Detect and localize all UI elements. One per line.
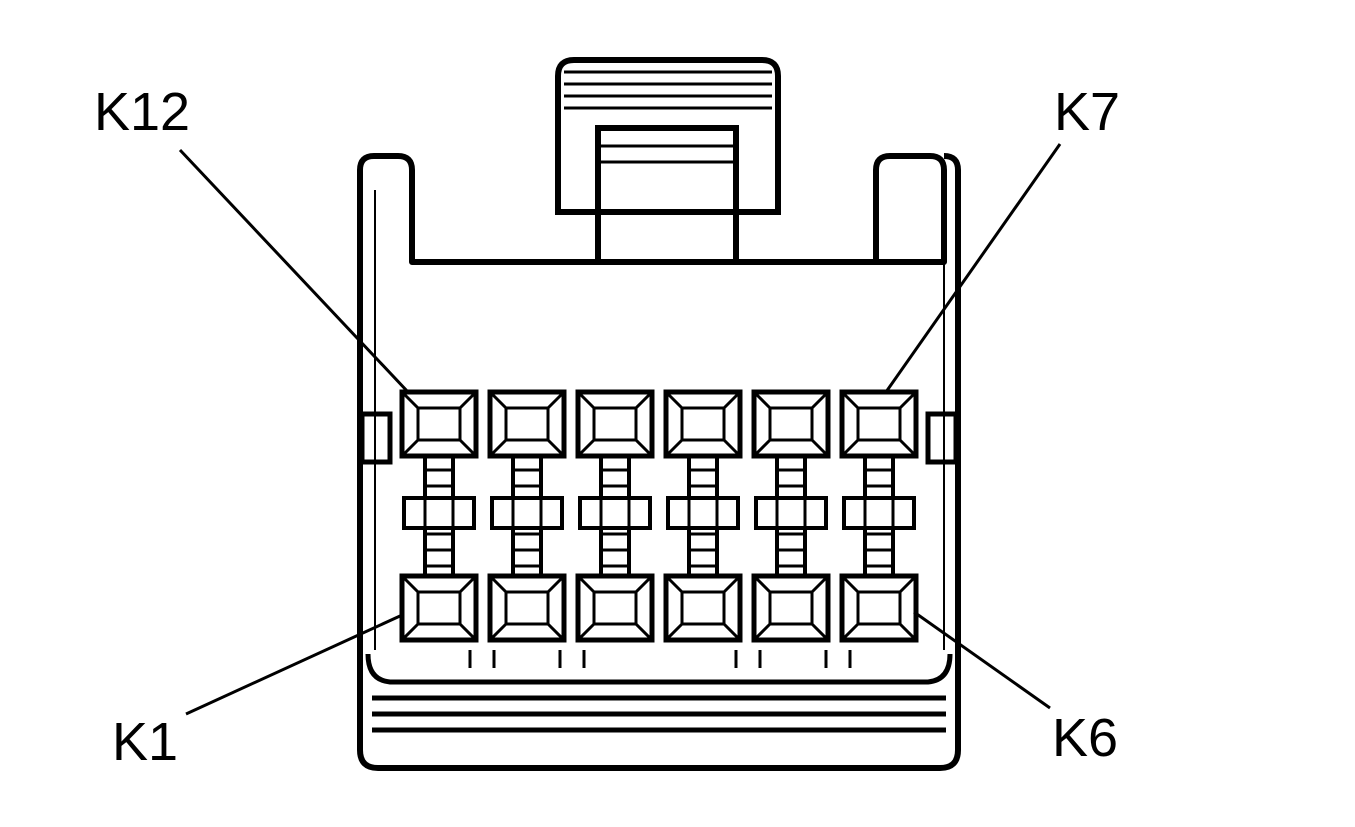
terminal-cavities (399, 389, 919, 643)
leader-k12 (178, 148, 410, 394)
terminal-cavity-top (399, 389, 479, 459)
cavity-column (487, 389, 567, 643)
leader-k7 (884, 143, 1062, 393)
terminal-cavity-top (487, 389, 567, 459)
cavity-column (663, 389, 743, 643)
terminal-cavity-top (575, 389, 655, 459)
bottom-ribs (365, 653, 953, 733)
terminal-stem (402, 454, 476, 578)
side-tab-left (359, 411, 393, 465)
terminal-stem (754, 454, 828, 578)
terminal-cavity-bottom (399, 573, 479, 643)
cavity-column (839, 389, 919, 643)
side-tab-right (925, 411, 959, 465)
leader-k1 (185, 614, 401, 716)
terminal-stem (666, 454, 740, 578)
terminal-cavity-top (663, 389, 743, 459)
bottom-tick-marks (468, 650, 852, 668)
callout-leaders (178, 143, 1062, 716)
terminal-cavity-bottom (663, 573, 743, 643)
terminal-stem (578, 454, 652, 578)
connector-shell (357, 153, 961, 771)
callout-k6: K6 (1052, 708, 1118, 768)
callout-k7: K7 (1054, 82, 1120, 142)
callout-k12: K12 (94, 82, 190, 142)
terminal-stem (842, 454, 916, 578)
terminal-cavity-bottom (487, 573, 567, 643)
callout-k1: K1 (112, 712, 178, 772)
terminal-cavity-top (751, 389, 831, 459)
cavity-column (575, 389, 655, 643)
terminal-cavity-bottom (575, 573, 655, 643)
terminal-stem (490, 454, 564, 578)
cavity-column (399, 389, 479, 643)
leader-k6 (913, 610, 1051, 710)
terminal-cavity-top (839, 389, 919, 459)
locking-latch (555, 57, 781, 265)
terminal-cavity-bottom (839, 573, 919, 643)
cavity-column (751, 389, 831, 643)
terminal-cavity-bottom (751, 573, 831, 643)
